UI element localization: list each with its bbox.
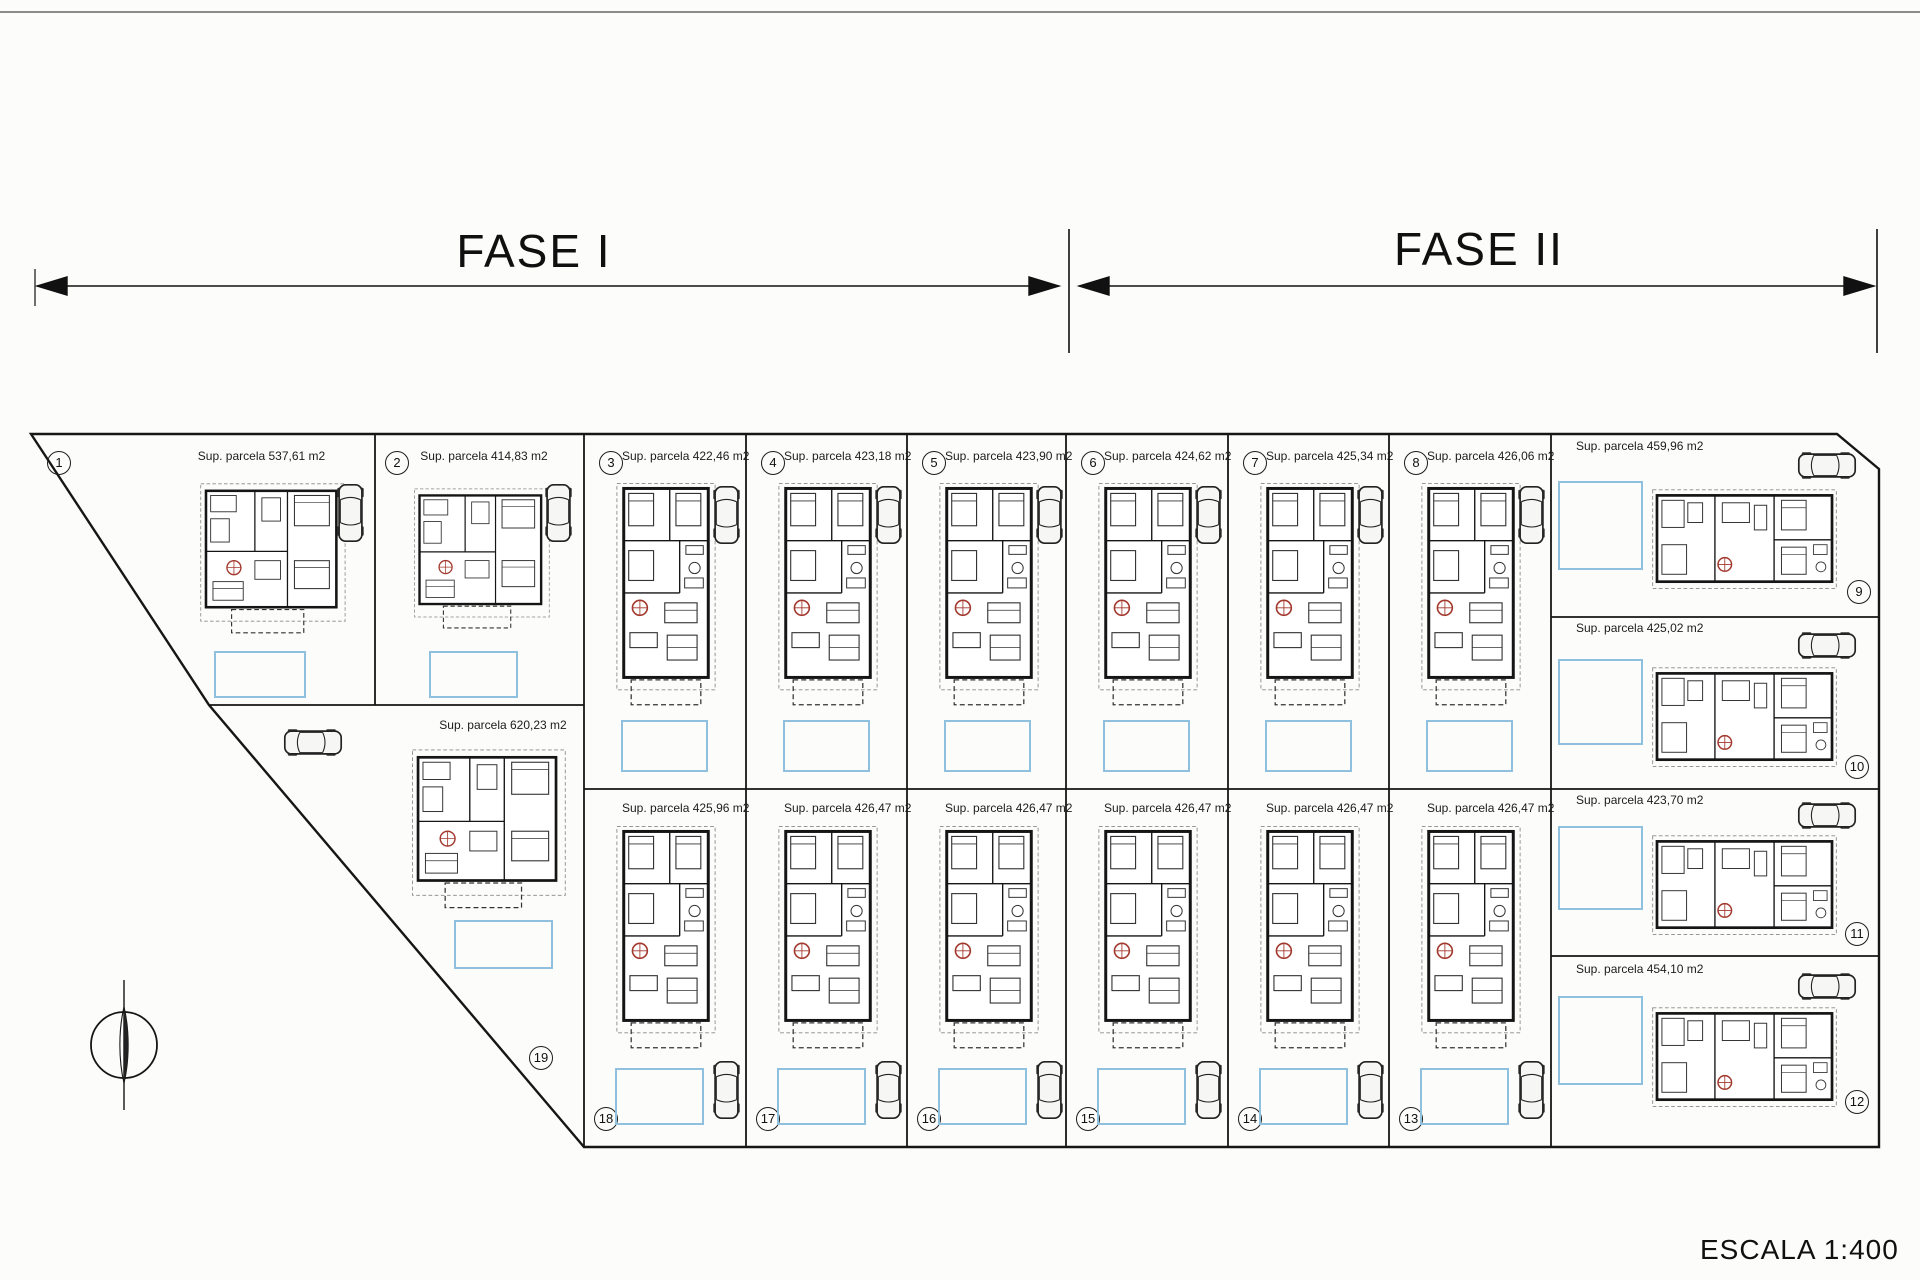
- scale-label: ESCALA 1:400: [1700, 1234, 1899, 1265]
- fase2-title: FASE II: [1394, 223, 1564, 275]
- fase1-title: FASE I: [456, 225, 612, 277]
- north-compass-icon: [90, 980, 158, 1110]
- dimension-lines: [34, 229, 1878, 353]
- site-boundary: [28, 432, 1881, 1149]
- plot-divider-lines: [209, 434, 1879, 1147]
